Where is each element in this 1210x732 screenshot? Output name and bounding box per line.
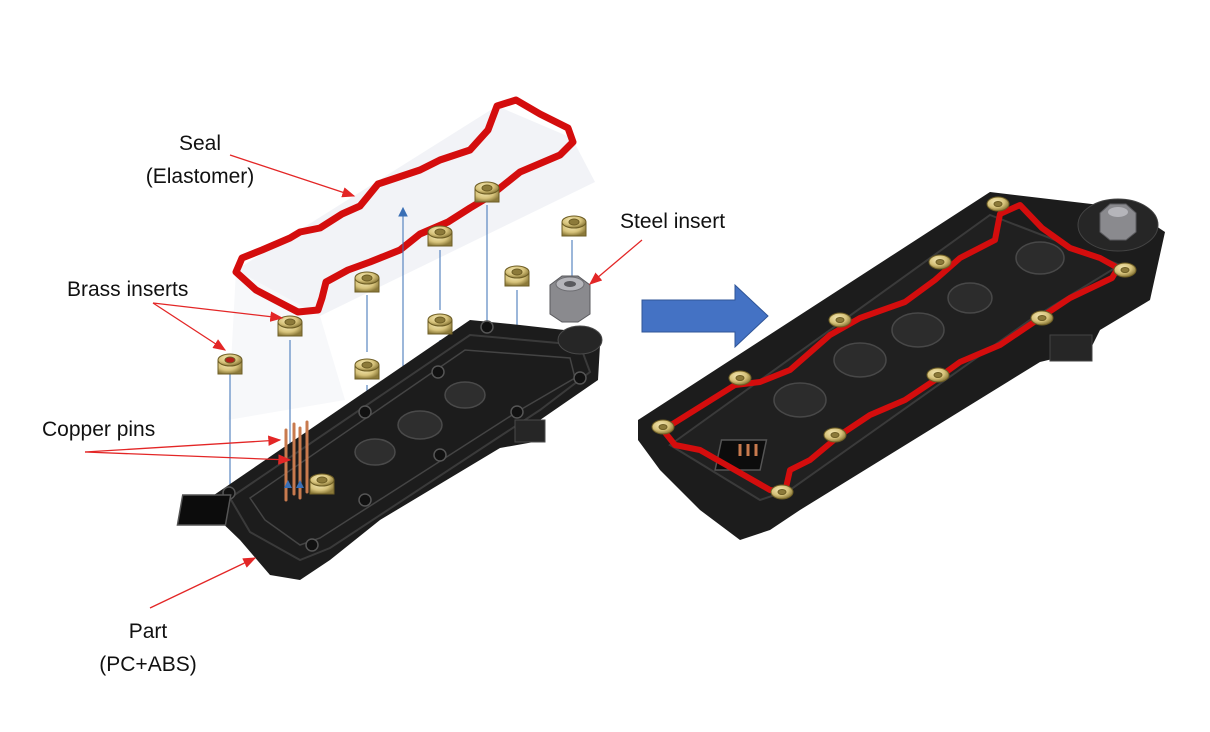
part-material-label: (PC+ABS) [99, 653, 197, 676]
right-arrow-icon [641, 283, 769, 349]
copper-pins-label: Copper pins [42, 418, 156, 441]
steel-insert [549, 275, 591, 323]
part-label: Part [128, 620, 168, 643]
exploded-view [84, 96, 643, 609]
seal-material-label: (Elastomer) [145, 165, 255, 188]
brass-inserts [217, 181, 587, 495]
steel-insert-label: Steel insert [620, 210, 726, 233]
assembled-view [638, 192, 1165, 540]
seal-loop [232, 96, 577, 316]
assembled-brass-inserts [651, 196, 1137, 500]
seal-title: Seal [178, 132, 222, 155]
assembled-seal [660, 202, 1121, 495]
brass-inserts-label: Brass inserts [67, 278, 189, 301]
leader-lines [84, 154, 643, 609]
pin-markers [284, 480, 304, 488]
seal-label: Seal [150, 130, 250, 157]
seal-plane [236, 106, 595, 316]
assembly-plane [228, 270, 345, 420]
part-housing [176, 320, 603, 580]
